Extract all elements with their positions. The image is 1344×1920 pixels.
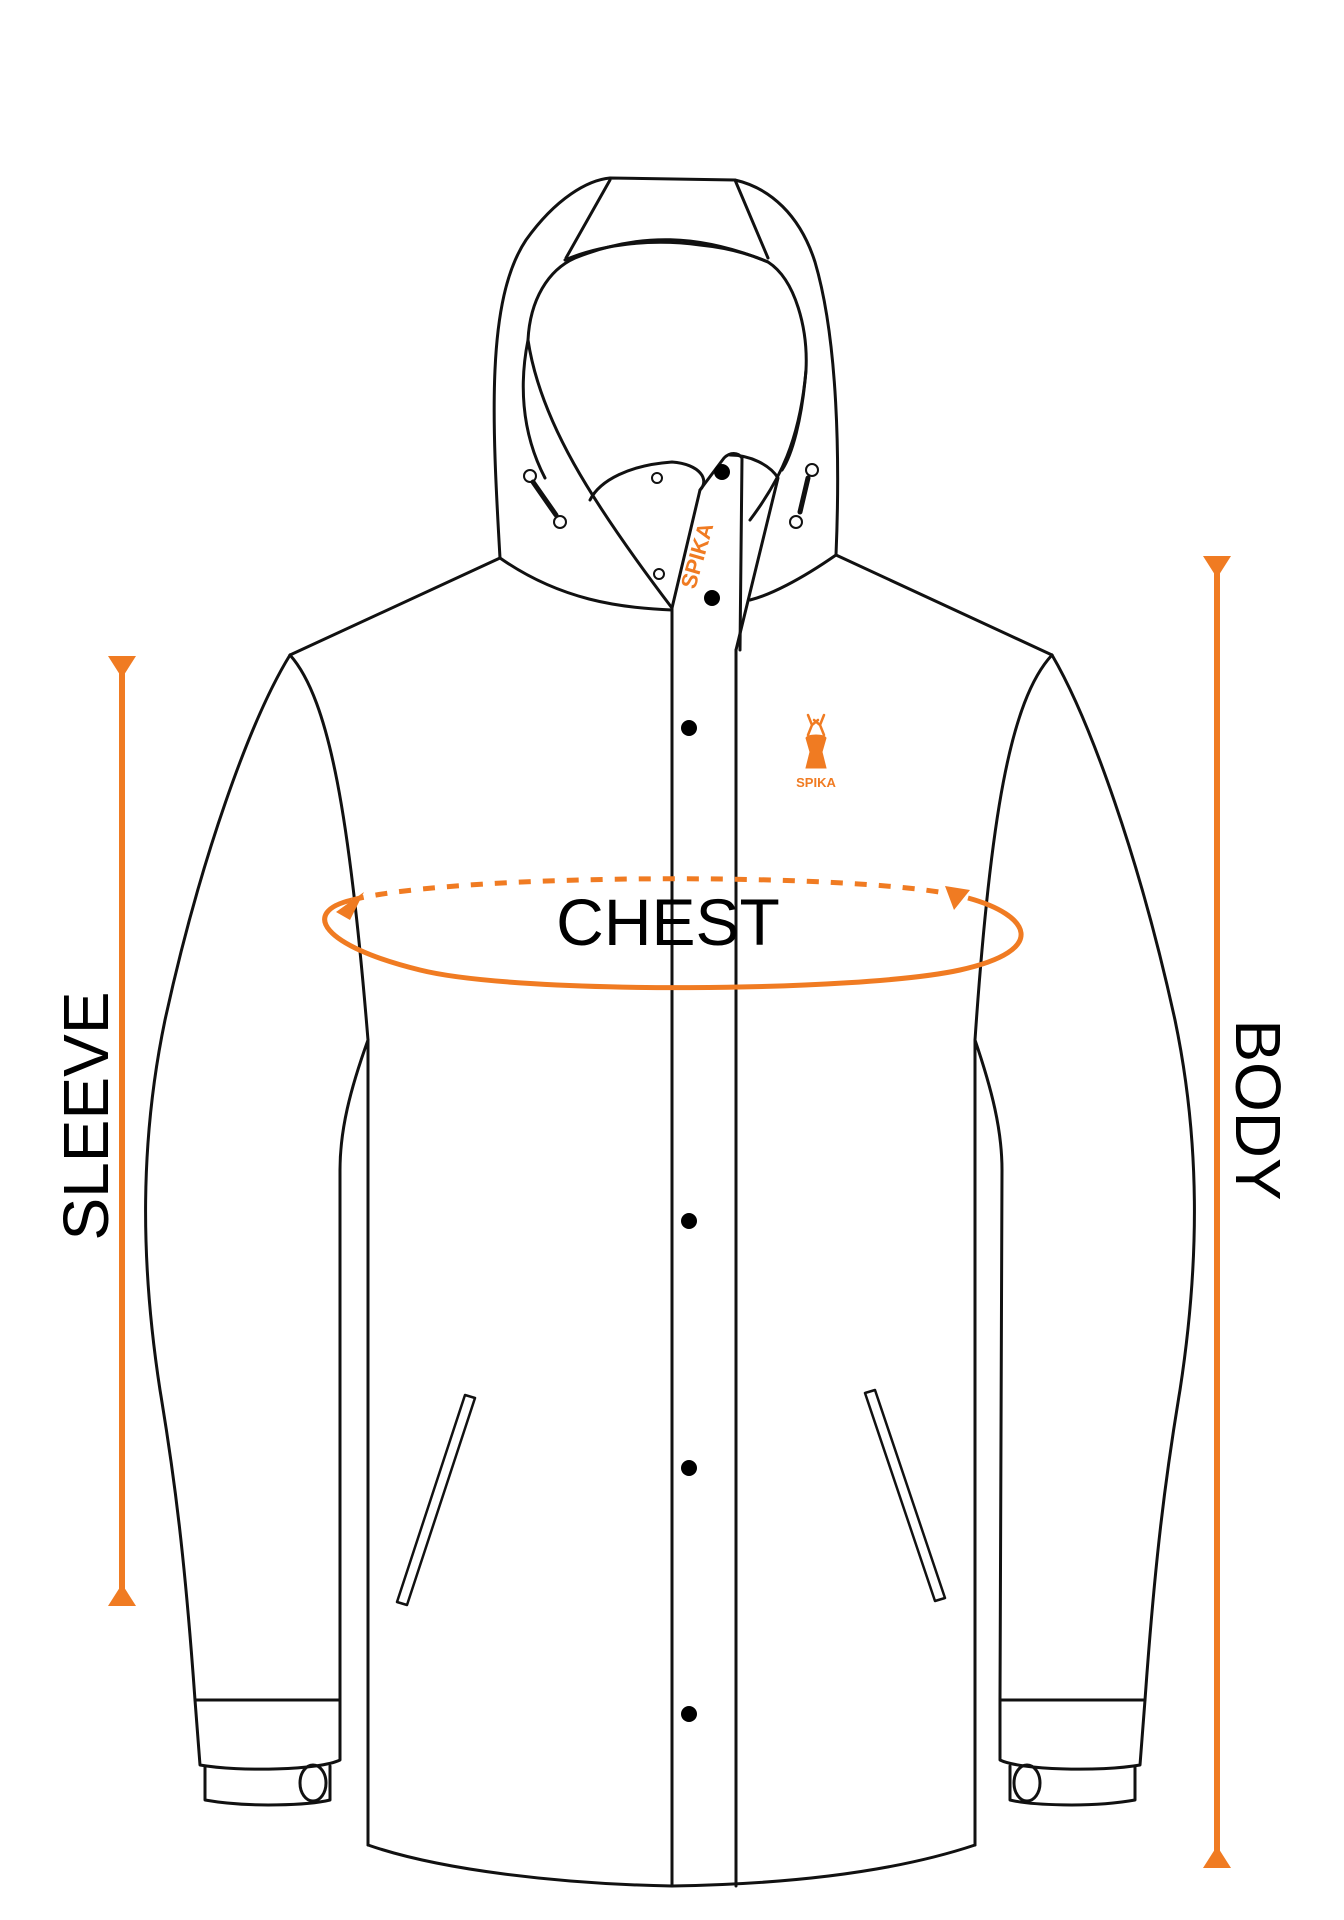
- pocket-zip-right: [863, 1388, 947, 1603]
- pocket-zip-left: [395, 1393, 477, 1607]
- collar-logo-text: SPIKA: [676, 520, 719, 592]
- snap-button-collar-top: [714, 464, 730, 480]
- hood-seam-right: [733, 178, 770, 260]
- chest-arrow-right: [945, 886, 970, 910]
- sleeve-measurement: [108, 656, 136, 1606]
- body-arrow-bottom: [1203, 1846, 1231, 1868]
- chest-measurement: [322, 876, 1024, 991]
- shoulder-right: [748, 553, 838, 602]
- sleeve-right-inner: [973, 653, 1054, 1702]
- sleeve-label: SLEEVE: [50, 991, 122, 1240]
- chest-label: CHEST: [556, 885, 780, 959]
- cuff-right-band: [1008, 1764, 1137, 1807]
- storm-flap: [698, 452, 744, 652]
- hood-outer: [492, 176, 840, 560]
- jacket-illustration: [144, 176, 1196, 1888]
- snap-button-collar: [704, 590, 720, 606]
- sleeve-arrow-top: [108, 656, 136, 678]
- sleeve-left-inner: [288, 653, 370, 1702]
- collar-eyelet-bottom: [653, 568, 665, 580]
- drawcord-toggle-right: [789, 463, 819, 529]
- shoulder-line-left: [288, 556, 502, 657]
- stag-head-icon: [805, 713, 827, 769]
- shoulder-line-right: [834, 553, 1054, 657]
- shoulder-left: [498, 556, 674, 612]
- cuff-left-button-tab: [298, 1763, 328, 1803]
- snap-button-4: [681, 1706, 697, 1722]
- collar-left-panel: [588, 460, 706, 610]
- sleeve-arrow-bottom: [108, 1584, 136, 1606]
- sleeve-right-outer: [1050, 653, 1196, 1702]
- chest-arrow-left: [336, 892, 364, 920]
- body-measurement: [1203, 556, 1231, 1868]
- collar-brand: SPIKA: [676, 520, 719, 592]
- chest-ellipse-back: [351, 876, 969, 903]
- cuff-left: [193, 1698, 342, 1771]
- hood-inner-opening: [521, 238, 808, 480]
- snap-button-2: [681, 1213, 697, 1229]
- chest-logo: SPIKA: [796, 713, 836, 790]
- cuff-left-band: [203, 1764, 332, 1807]
- hood-seam-left: [564, 178, 612, 260]
- cuff-right: [998, 1698, 1147, 1771]
- collar-eyelet-top: [651, 472, 663, 484]
- hood-edge-right: [748, 368, 808, 522]
- snap-button-1: [681, 720, 697, 736]
- body-arrow-top: [1203, 556, 1231, 578]
- body-label: BODY: [1222, 1019, 1294, 1200]
- hood-edge-left: [526, 338, 674, 610]
- drawcord-toggle-left: [523, 469, 567, 529]
- hood-brim: [563, 240, 770, 264]
- snap-button-3: [681, 1460, 697, 1476]
- chest-ellipse-front: [322, 895, 1024, 991]
- sleeve-left-outer: [144, 653, 292, 1702]
- cuff-right-button-tab: [1012, 1763, 1042, 1803]
- chest-logo-text: SPIKA: [796, 775, 836, 790]
